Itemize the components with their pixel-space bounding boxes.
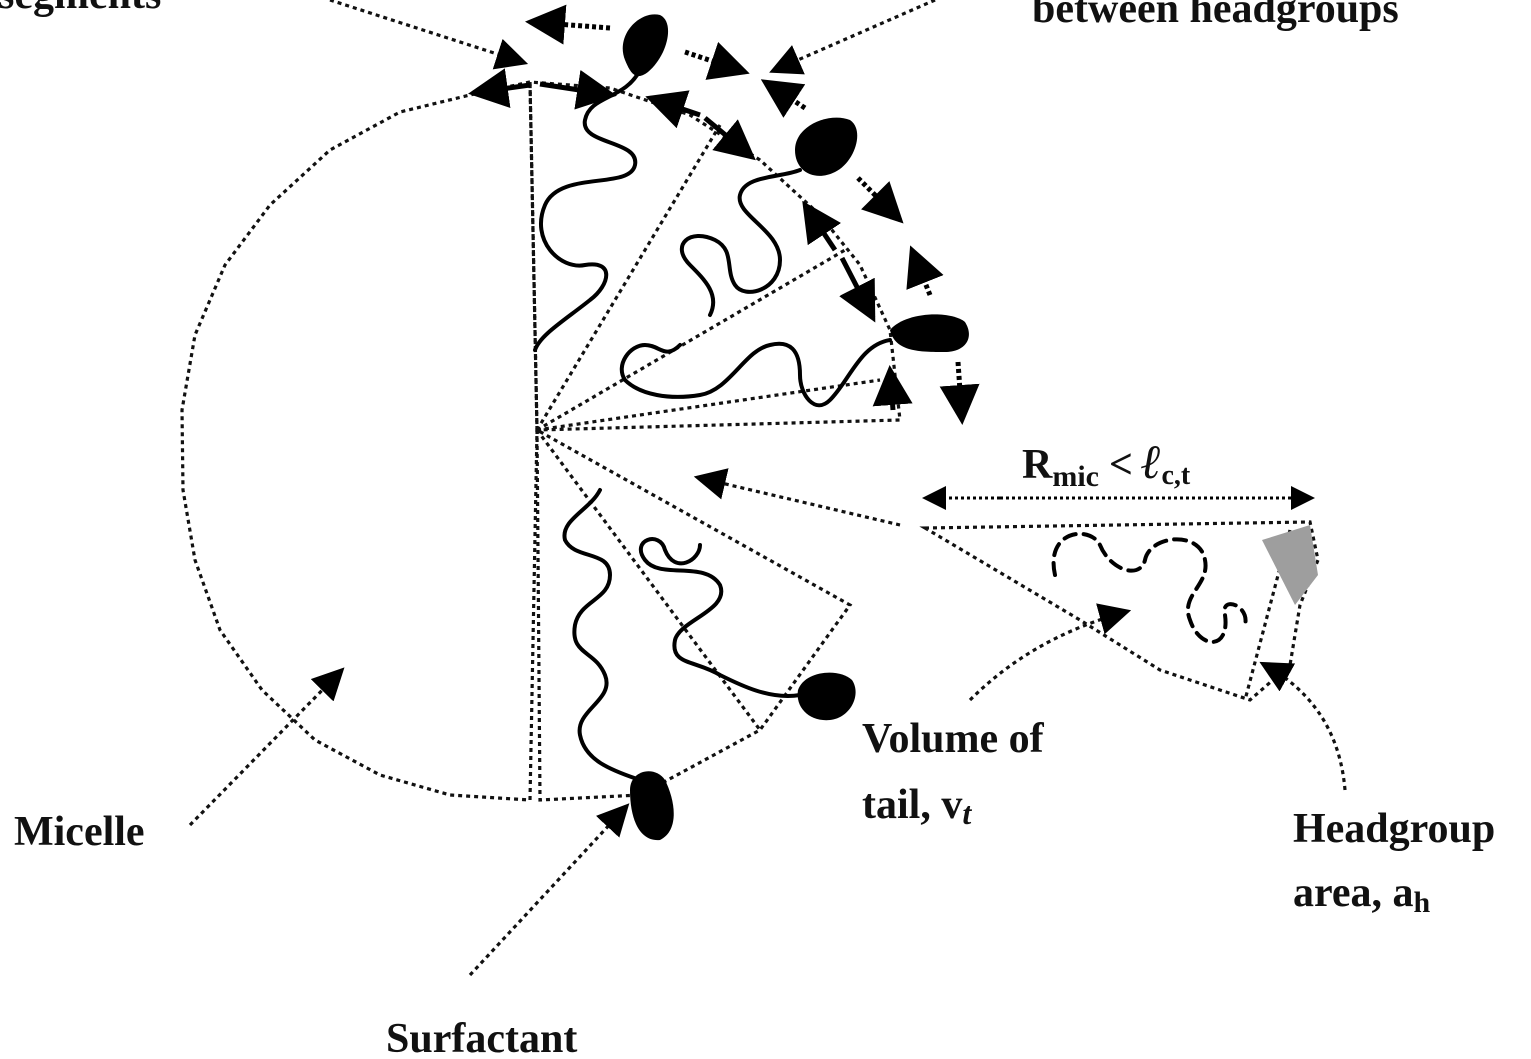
label-headgroup: Headgroup	[1293, 806, 1495, 852]
micelle-left-half	[182, 82, 537, 800]
arrow	[890, 370, 893, 410]
arrow	[705, 118, 752, 157]
arrow	[970, 612, 1125, 700]
arrow	[765, 82, 805, 108]
headgroup-area-patch	[1262, 525, 1318, 605]
arrow	[685, 52, 745, 72]
arrow	[473, 85, 530, 93]
headgroup	[623, 14, 668, 76]
label-area-ah: area, ah	[1293, 870, 1431, 919]
arrow	[842, 258, 873, 318]
label-segments: segments	[0, 0, 161, 18]
arrow	[650, 98, 700, 115]
arrow	[330, 0, 522, 62]
arrow	[912, 250, 930, 295]
arrow	[805, 205, 835, 250]
surfactant-tail	[535, 70, 640, 350]
arrow	[958, 362, 962, 420]
label-rmic: Rmic<ℓc,t	[1022, 436, 1191, 493]
surfactant-tail	[682, 170, 800, 315]
surfactant-tail	[622, 340, 890, 405]
detached-wedge	[925, 522, 1318, 700]
label-micelle: Micelle	[14, 809, 145, 855]
arrow	[470, 808, 625, 975]
headgroup	[890, 314, 969, 352]
label-tail-vt: tail, vt	[862, 782, 972, 831]
tail-chain-dashed	[1054, 534, 1246, 642]
wedge-divider	[537, 380, 880, 430]
arrow	[775, 0, 935, 70]
wedge-divider	[537, 250, 845, 430]
headgroup	[798, 673, 856, 721]
wedge-divider	[537, 430, 760, 730]
arrow	[700, 478, 900, 525]
arrow	[530, 22, 610, 28]
arrow	[858, 178, 900, 220]
label-volume-of: Volume of	[862, 716, 1045, 762]
label-between-headgroups: between headgroups	[1032, 0, 1399, 32]
surfactant-tail	[641, 539, 800, 696]
surfactant-tail	[564, 490, 640, 780]
headgroup	[630, 771, 674, 840]
headgroup	[795, 118, 857, 176]
label-surfactant: Surfactant	[386, 1016, 577, 1059]
arrow	[1265, 665, 1345, 790]
